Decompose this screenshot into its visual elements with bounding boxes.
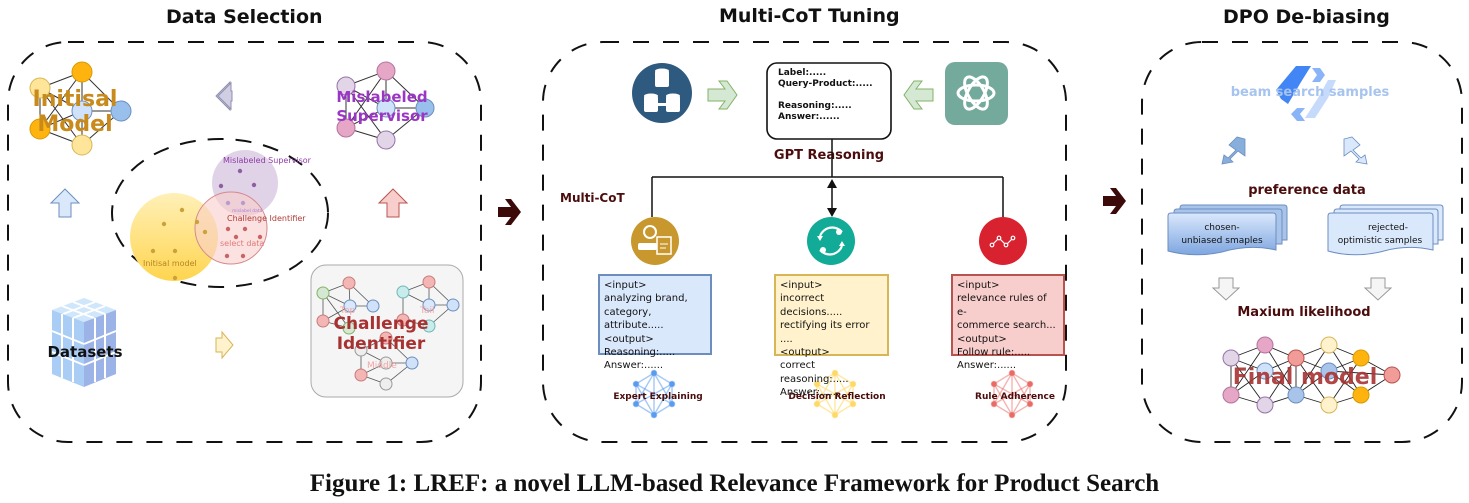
- down-left-arrow-icon: [1221, 136, 1246, 165]
- branch-label-decision-reflection: Decision Reflection: [788, 392, 885, 402]
- venn-label-initial-model: Initisal model: [143, 259, 197, 268]
- gpt-box-line: Query-Product:.....: [778, 79, 873, 89]
- section-title-dpo-debiasing: DPO De-biasing: [1223, 6, 1390, 28]
- section-title-multi-cot-tuning: Multi-CoT Tuning: [719, 5, 900, 27]
- cot-box-expert-explaining: <input> analyzing brand, category, attri…: [598, 274, 712, 371]
- final-model-label: Final model: [1233, 365, 1378, 390]
- challenge-sub-label-tail: Tail: [419, 306, 435, 316]
- reflection-cycle-icon: [807, 217, 855, 265]
- cot-box-decision-reflection: <input> incorrect decisions..... rectify…: [774, 274, 889, 398]
- left-arrow-shape: [217, 81, 233, 111]
- branch-label-rule-adherence: Rule Adherence: [975, 392, 1055, 402]
- mislabeled-supervisor-network: [336, 61, 435, 150]
- down-arrow-grey-left-icon: [1211, 277, 1241, 301]
- multi-cot-connectors: [651, 139, 1004, 217]
- branch-label-expert-explaining: Expert Explaining: [613, 392, 702, 402]
- multi-cot-label: Multi-CoT: [560, 191, 625, 205]
- decision-reflection-net-icon: [813, 369, 857, 419]
- bidirectional-arrow-icon: [827, 179, 837, 217]
- rule-adherence-net-icon: [990, 369, 1034, 419]
- section-title-data-selection: Data Selection: [166, 6, 323, 28]
- expert-explaining-net-icon: [632, 369, 676, 419]
- venn-challenge-identifier: [194, 191, 268, 265]
- beam-search-logo-icon: [1276, 66, 1336, 121]
- figure-caption: Figure 1: LREF: a novel LLM-based Releva…: [309, 470, 1160, 497]
- gpt-box-lines: Label:..... Query-Product:..... Reasonin…: [778, 68, 873, 122]
- expert-document-icon: [631, 217, 679, 265]
- gpt-box-line: Answer:......: [778, 112, 840, 122]
- selection-venn-boundary: [111, 138, 329, 288]
- gpt-box-line: Reasoning:.....: [778, 101, 852, 111]
- initial-model-network: [29, 61, 132, 156]
- venn-mislabeled-dots: [218, 168, 257, 206]
- venn-label-select-data: select data: [220, 239, 264, 248]
- beam-search-label: beam search samples: [1231, 85, 1390, 100]
- section-arrow-2-icon: [1103, 188, 1126, 214]
- openai-logo-icon: [945, 62, 1008, 125]
- venn-label-mislabel-data: mislabel data: [232, 208, 263, 214]
- up-arrow-blue-icon: [49, 188, 81, 218]
- gpt-reasoning-box: [766, 62, 892, 140]
- dpo-debiasing-panel: [1141, 41, 1463, 443]
- chosen-samples-document-stack: [1167, 204, 1288, 256]
- green-left-arrow-icon: [903, 80, 934, 110]
- venn-initial-model: [130, 193, 218, 281]
- challenge-identifier-box: [310, 264, 464, 398]
- datasets-cube-icon: [51, 298, 117, 387]
- up-arrow-red-icon: [377, 188, 409, 218]
- venn-label-mislabeled-supervisor: Mislabeled Supervisor: [223, 156, 312, 165]
- section-arrow-1-icon: [498, 199, 521, 225]
- rejected-samples-document-stack: [1327, 204, 1444, 256]
- rule-graph-icon: [979, 217, 1027, 265]
- maximum-likelihood-label: Maxium likelihood: [1237, 305, 1370, 320]
- final-model-network: [1222, 336, 1401, 414]
- venn-challenge-dots: [224, 226, 263, 259]
- challenge-sub-label-top: Top: [339, 306, 355, 316]
- preference-data-label: preference data: [1248, 183, 1366, 198]
- rejected-samples-label: rejected-optimistic samples: [1338, 223, 1423, 246]
- cot-box-rule-adherence: <input> relevance rules of e- commerce s…: [951, 274, 1065, 371]
- down-arrow-grey-right-icon: [1363, 277, 1393, 301]
- database-icon: [632, 63, 692, 123]
- venn-initial-dots: [150, 207, 208, 281]
- gpt-reasoning-label: GPT Reasoning: [774, 148, 884, 163]
- chosen-samples-label: chosen-unbiased smaples: [1181, 223, 1263, 246]
- venn-label-challenge-identifier: Challenge Identifier: [227, 214, 306, 223]
- gpt-box-line: Label:.....: [778, 68, 826, 78]
- multi-cot-tuning-panel: [542, 41, 1067, 443]
- green-right-arrow-icon: [707, 80, 738, 110]
- down-right-arrow-icon: [1343, 136, 1368, 165]
- data-selection-panel: [7, 41, 482, 443]
- right-arrow-yellow-icon: [215, 330, 234, 360]
- datasets-label: Datasets: [47, 343, 122, 361]
- challenge-sub-label-middle: Middle: [367, 361, 397, 371]
- challenge-identifier-nodes: [316, 275, 460, 391]
